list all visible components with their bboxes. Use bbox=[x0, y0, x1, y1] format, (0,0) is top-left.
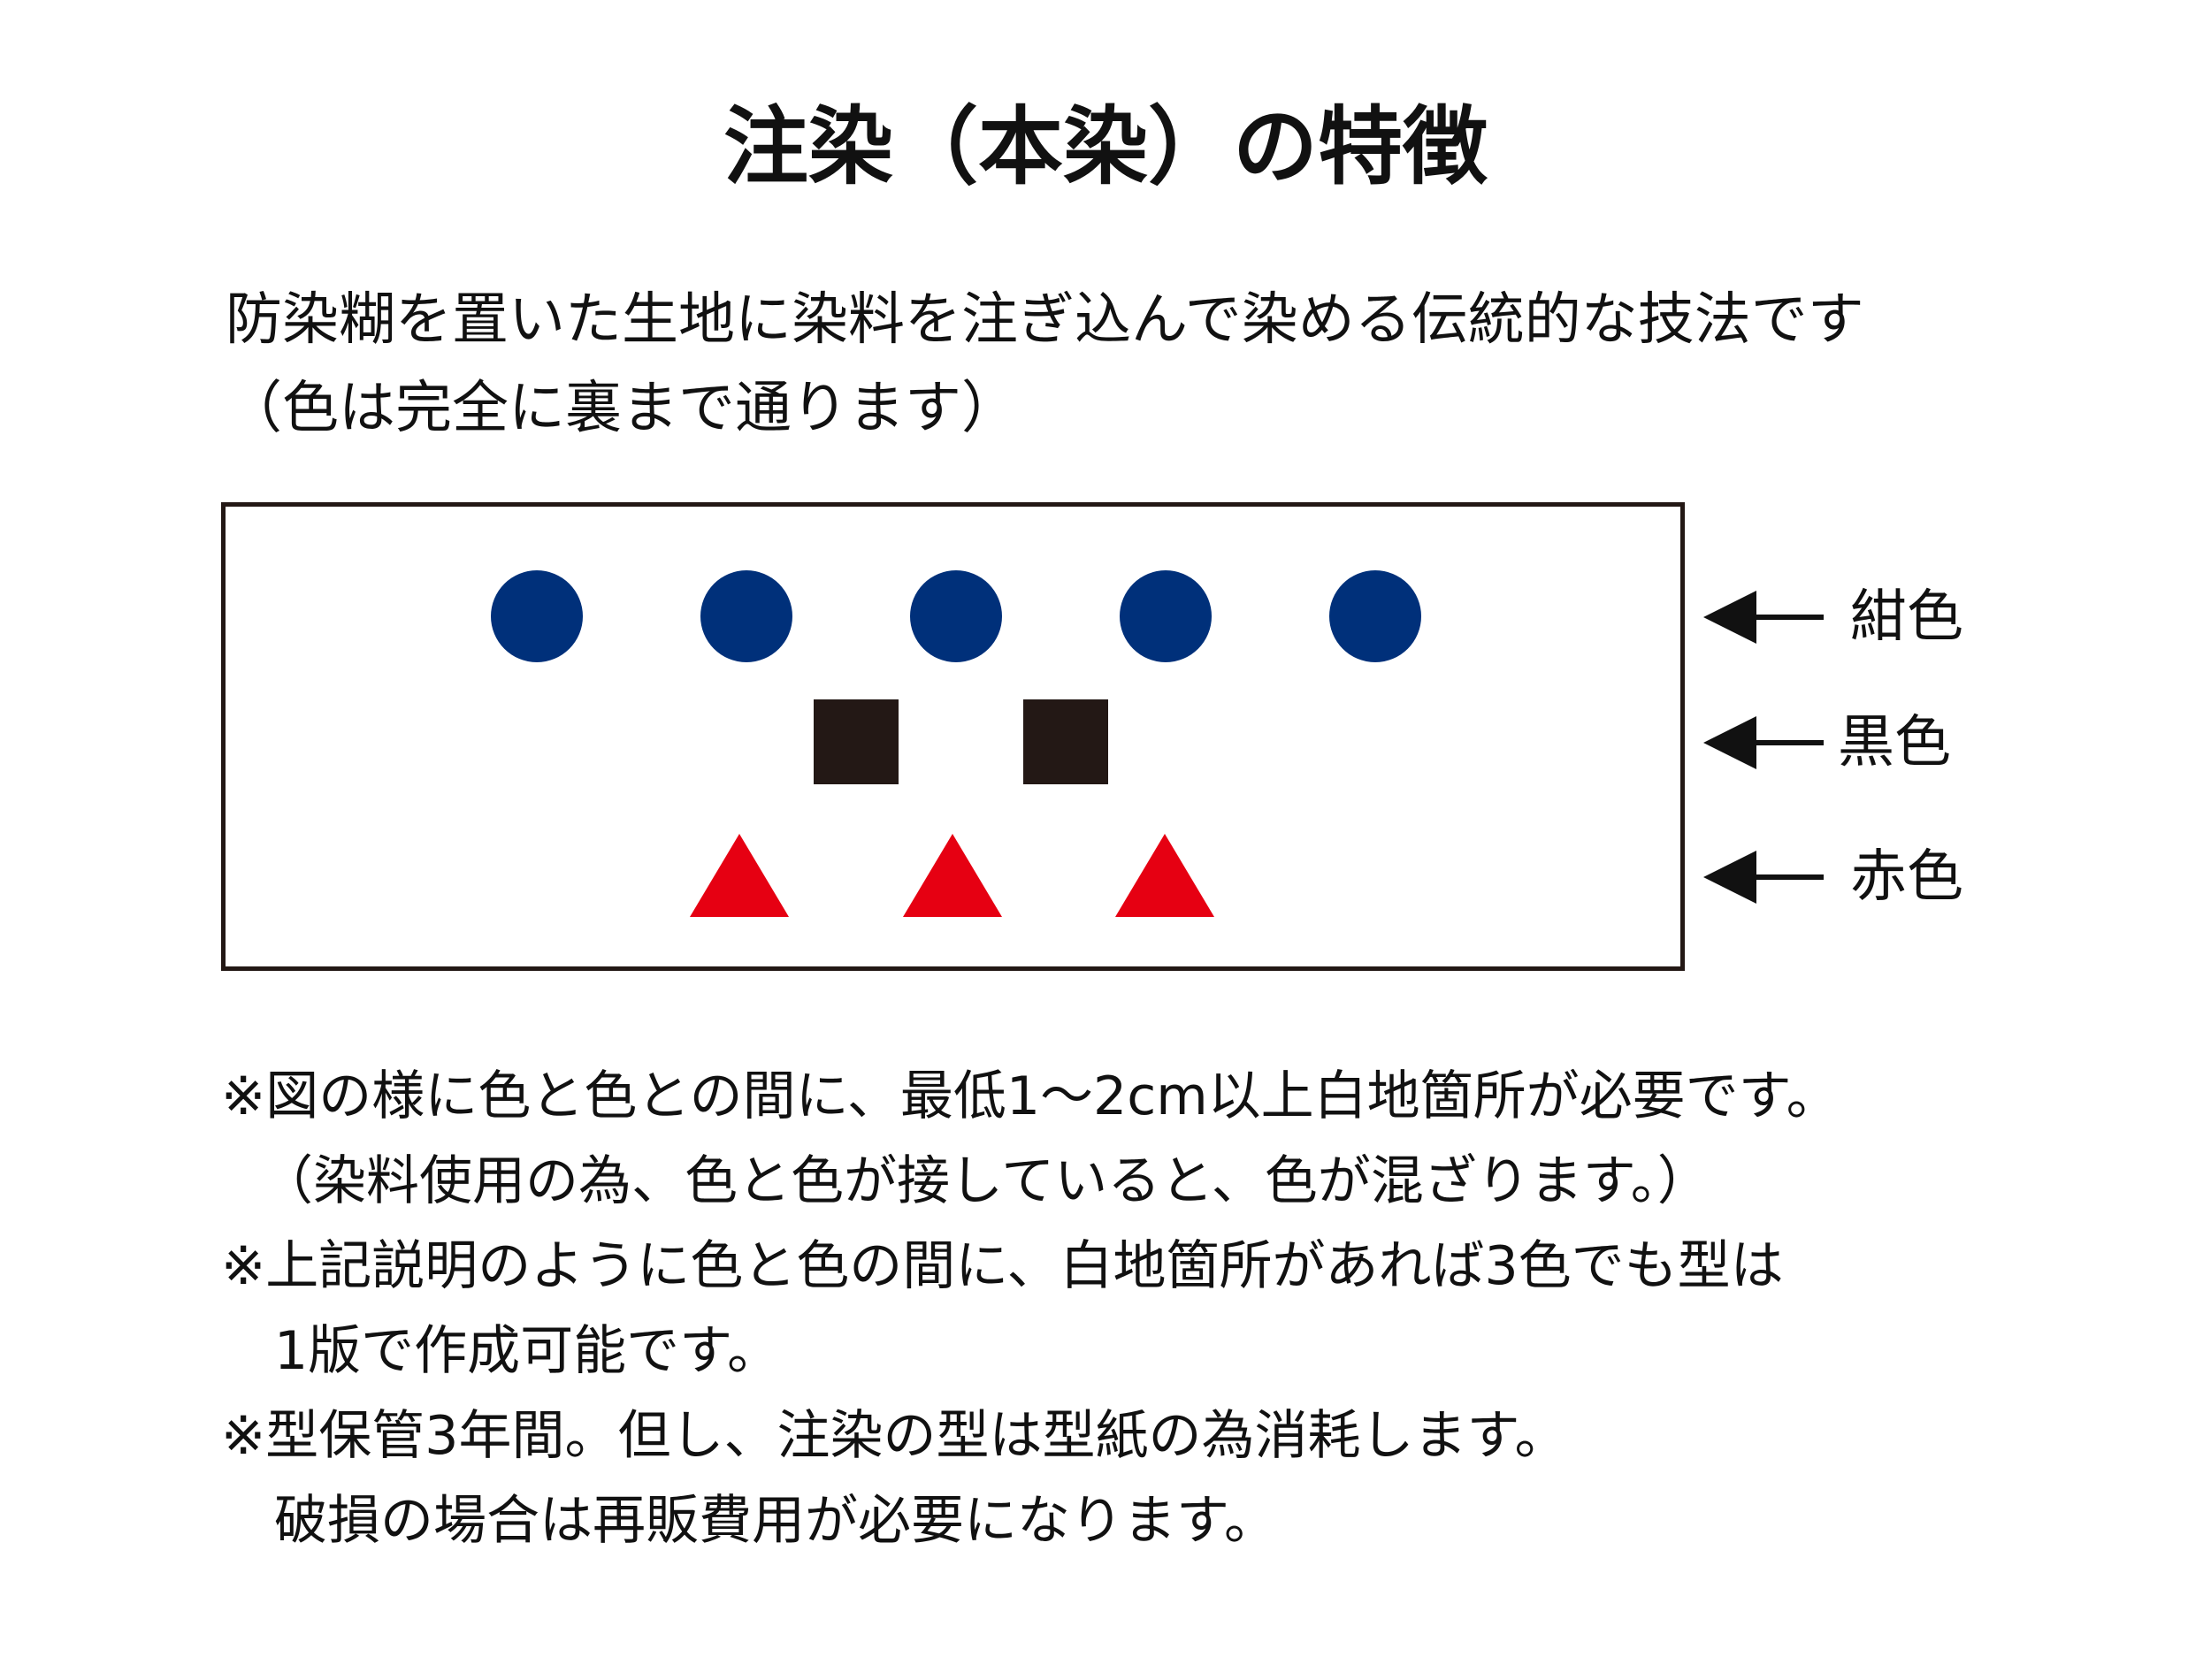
color-separation-diagram bbox=[221, 502, 1685, 971]
note-line-1: ※図の様に色と色との間に、最低1～2cm以上白地箇所が必要です。 bbox=[221, 1065, 1840, 1127]
navy-circle bbox=[700, 570, 792, 662]
arrow-left-icon bbox=[1703, 716, 1756, 769]
note-line-2: （染料使用の為、色と色が接していると、色が混ざります。） bbox=[260, 1150, 1710, 1212]
arrow-left-icon bbox=[1703, 591, 1756, 644]
arrow-left-icon bbox=[1703, 851, 1756, 904]
note-line-6: 破損の場合は再販費用が必要になります。 bbox=[274, 1490, 1277, 1552]
black-square bbox=[1023, 699, 1108, 784]
intro-text: 防染糊を置いた生地に染料を注ぎ込んで染める伝統的な技法です （色は完全に裏まで通… bbox=[226, 276, 1864, 453]
note-line-4: 1版で作成可能です。 bbox=[274, 1320, 781, 1382]
navy-circle bbox=[1120, 570, 1212, 662]
arrow-shaft bbox=[1753, 740, 1824, 745]
intro-line-1: 防染糊を置いた生地に染料を注ぎ込んで染める伝統的な技法です bbox=[226, 287, 1864, 353]
note-line-3: ※上記説明のように色と色の間に、白地箇所があれば3色でも型は bbox=[221, 1235, 1784, 1297]
legend-red: 赤色 bbox=[1703, 842, 2057, 913]
black-square bbox=[814, 699, 899, 784]
legend-label-black: 黒色 bbox=[1838, 710, 1951, 775]
legend-black: 黒色 bbox=[1703, 707, 2057, 778]
notes: ※図の様に色と色との間に、最低1～2cm以上白地箇所が必要です。 （染料使用の為… bbox=[221, 1054, 1840, 1563]
legend-label-red: 赤色 bbox=[1850, 844, 1963, 910]
navy-circle bbox=[491, 570, 583, 662]
legend-label-navy: 紺色 bbox=[1850, 584, 1963, 650]
legend-navy: 紺色 bbox=[1703, 582, 2057, 653]
red-triangle bbox=[690, 834, 789, 917]
navy-circle bbox=[1329, 570, 1421, 662]
navy-circle bbox=[910, 570, 1002, 662]
red-triangle bbox=[1115, 834, 1214, 917]
arrow-shaft bbox=[1753, 615, 1824, 620]
intro-line-2: （色は完全に裏まで通ります） bbox=[226, 376, 1018, 441]
red-triangle bbox=[903, 834, 1002, 917]
page-title: 注染（本染）の特徴 bbox=[723, 97, 1488, 196]
note-line-5: ※型保管3年間。但し、注染の型は型紙の為消耗します。 bbox=[221, 1405, 1568, 1467]
arrow-shaft bbox=[1753, 874, 1824, 880]
